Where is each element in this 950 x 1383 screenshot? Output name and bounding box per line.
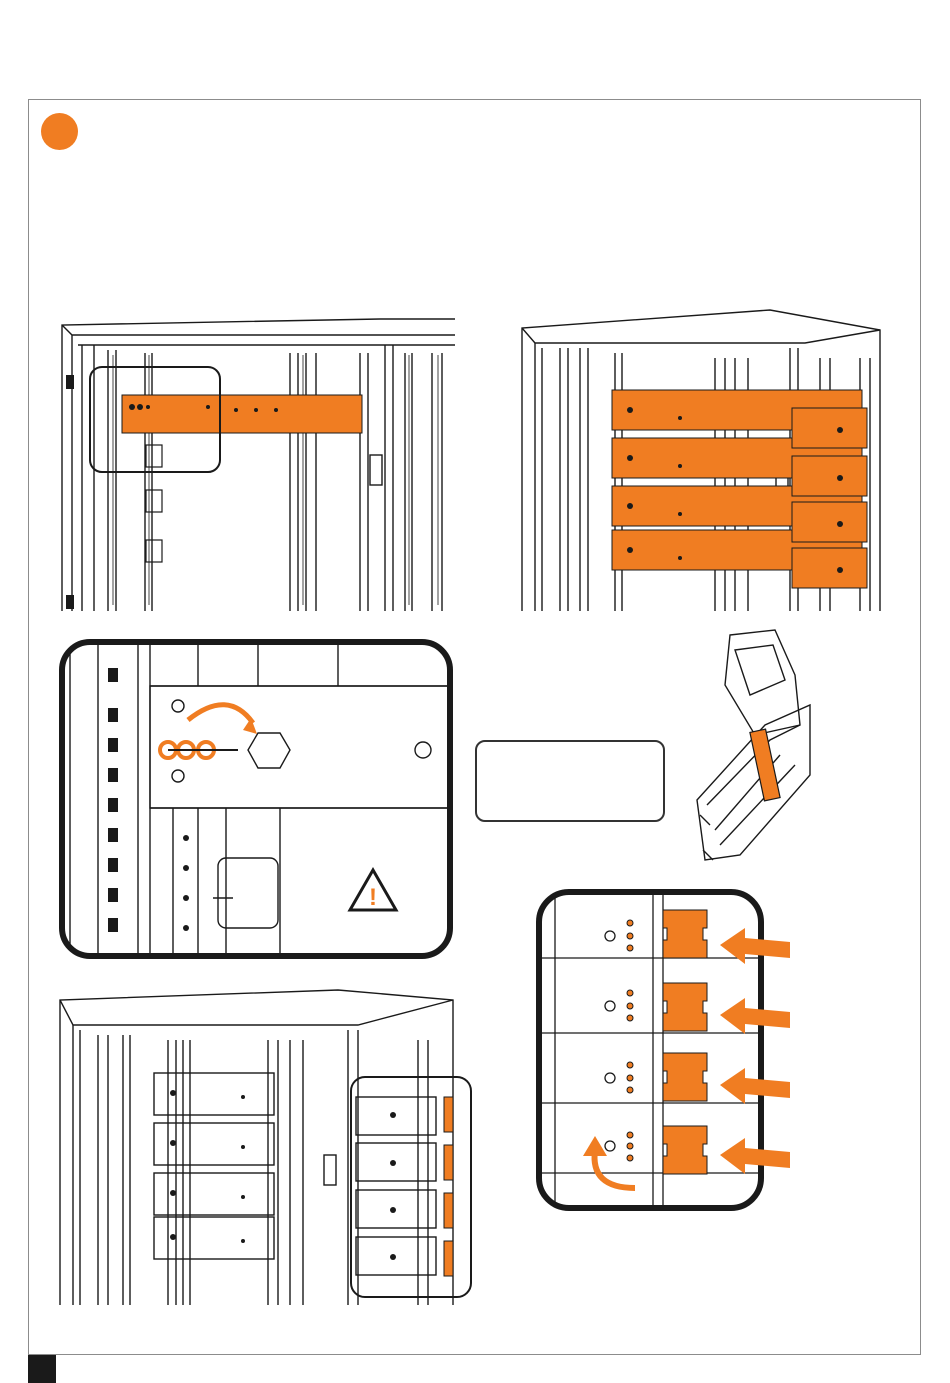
bolt-detail-drawing: ! — [58, 638, 454, 960]
arrow-icon — [720, 1138, 790, 1174]
figure-cabinet-finished-assembly — [58, 985, 476, 1305]
figure-cabinet-single-busbar — [60, 315, 455, 611]
figure-busbar-clamp-support — [685, 625, 815, 870]
cabinet-single-busbar-drawing — [60, 315, 455, 611]
insertion-arrows — [715, 920, 795, 1185]
arrow-icon — [720, 1068, 790, 1104]
cabinet-four-busbars-drawing — [520, 308, 892, 611]
figure-cabinet-four-busbars — [520, 308, 892, 611]
warning-symbol: ! — [369, 884, 377, 911]
busbar-clip-drawing — [685, 625, 815, 870]
step-marker-dot — [41, 113, 78, 150]
cabinet-finished-drawing — [58, 985, 476, 1305]
figure-bolt-detail-zoom: ! — [58, 638, 454, 960]
arrow-icon — [720, 928, 790, 964]
note-box — [475, 740, 665, 822]
arrow-icon — [720, 998, 790, 1034]
page-corner-tab — [28, 1355, 56, 1383]
arrow-icons — [715, 920, 795, 1185]
